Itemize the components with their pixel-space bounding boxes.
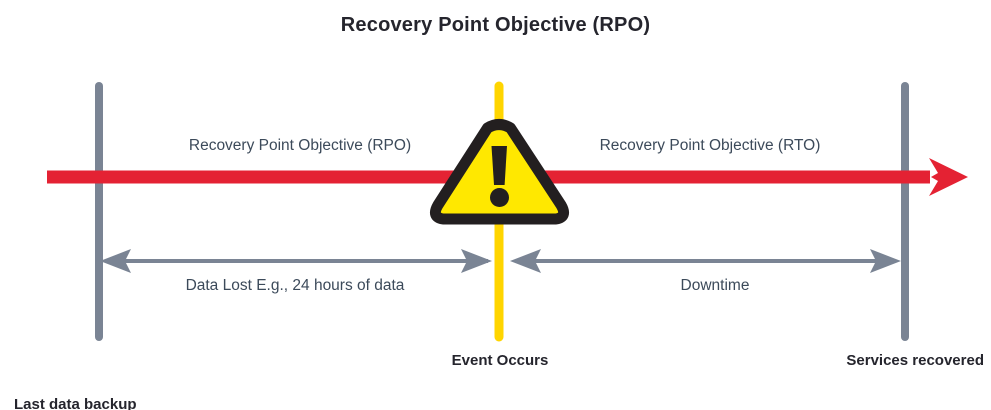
milestone-label-last-backup-line1: Last data backup	[14, 396, 137, 410]
milestone-label-last-backup: Last data backup E.g., 24 hours ago	[14, 350, 244, 410]
milestone-label-event-occurs: Event Occurs	[451, 352, 549, 369]
span-label-rpo: Recovery Point Objective (RPO)	[188, 137, 412, 154]
dimension-arrowhead-right-icon	[870, 249, 901, 273]
dimension-label-downtime: Downtime	[680, 277, 750, 294]
exclamation-bar-icon	[491, 146, 507, 185]
exclamation-dot-icon	[490, 188, 509, 207]
milestone-label-services-recovered: Services recovered	[846, 352, 984, 369]
page-title: Recovery Point Objective (RPO)	[340, 14, 651, 36]
dimension-label-data-lost: Data Lost E.g., 24 hours of data	[185, 277, 405, 294]
span-label-rto: Recovery Point Objective (RTO)	[599, 137, 821, 154]
dimension-arrowhead-left-icon	[100, 249, 131, 273]
timeline-arrowhead-icon	[929, 158, 968, 196]
dimension-arrowhead-data-lost-right-icon	[461, 249, 492, 273]
warning-triangle-icon	[429, 119, 570, 225]
dimension-arrowhead-downtime-left-icon	[510, 249, 541, 273]
